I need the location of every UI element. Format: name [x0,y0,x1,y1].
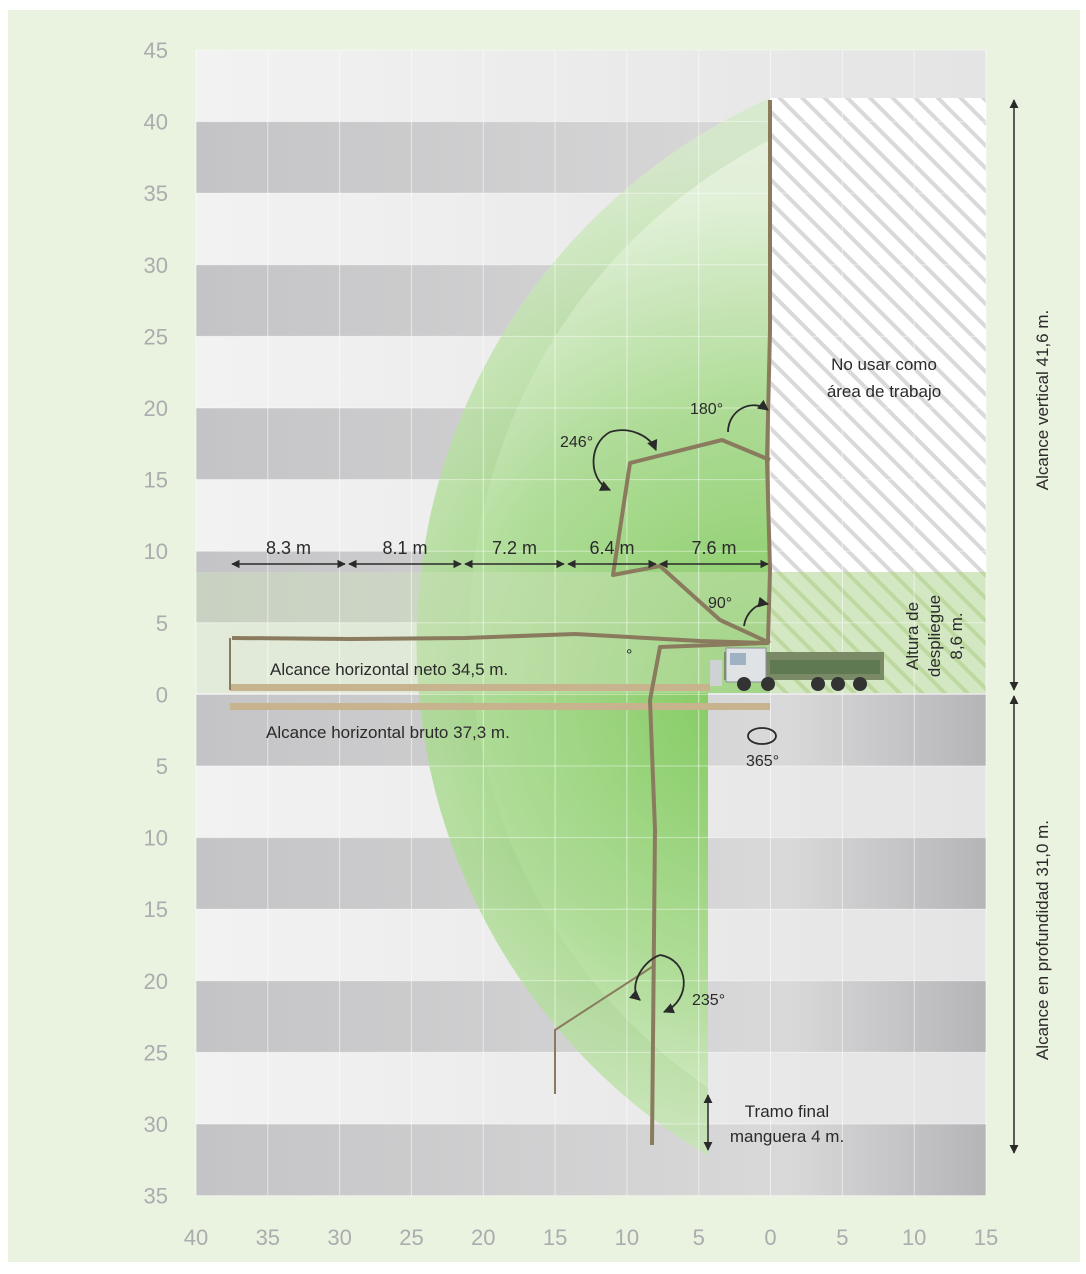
y-tick-label: 15 [144,468,168,493]
y-tick-label: 5 [156,611,168,636]
deploy-height-line-3: 8,6 m. [947,612,966,659]
deploy-height-label: Altura de despliegue 8,6 m. [903,595,966,677]
angle-365: 365° [746,753,779,770]
x-tick-label: 35 [256,1225,280,1250]
end-hose-label-2: manguera 4 m. [730,1127,844,1146]
pump-truck [710,647,884,691]
no-work-label-1: No usar como [831,355,937,374]
x-tick-label: 15 [543,1225,567,1250]
y-tick-label: 20 [144,396,168,421]
y-tick-label: 15 [144,897,168,922]
angle-small: ° [626,647,632,664]
x-tick-label: 15 [974,1225,998,1250]
angle-arrows [592,399,777,1014]
no-work-zone [770,98,986,572]
gross-reach-label: Alcance horizontal bruto 37,3 m. [266,723,510,742]
y-tick-label: 35 [144,1184,168,1209]
segment-label: 8.1 m [382,538,427,558]
vertical-reach-label: Alcance vertical 41,6 m. [1033,310,1052,490]
y-tick-label: 20 [144,969,168,994]
y-tick-label: 10 [144,826,168,851]
segment-label: 7.6 m [691,538,736,558]
y-tick-label: 45 [144,38,168,63]
net-reach-bar [230,684,710,691]
net-reach-label: Alcance horizontal neto 34,5 m. [270,660,508,679]
y-tick-label: 10 [144,539,168,564]
x-tick-label: 25 [399,1225,423,1250]
boom-horizontal [229,632,769,690]
x-tick-label: 40 [184,1225,208,1250]
segment-label: 7.2 m [492,538,537,558]
x-tick-label: 10 [615,1225,639,1250]
deploy-height-line-1: Altura de [903,602,922,670]
x-axis-ticks: 40 35 30 25 20 15 10 5 0 5 10 15 [184,1225,998,1250]
angle-246: 246° [560,434,593,451]
no-work-label-2: área de trabajo [827,382,941,401]
x-tick-label: 30 [327,1225,351,1250]
y-tick-label: 35 [144,181,168,206]
depth-reach-label: Alcance en profundidad 31,0 m. [1033,820,1052,1060]
y-tick-label: 25 [144,324,168,349]
x-tick-label: 20 [471,1225,495,1250]
net-reach-zone [469,140,770,1088]
gross-reach-bar [230,703,770,710]
y-tick-label: 25 [144,1040,168,1065]
angle-180: 180° [690,401,723,418]
y-tick-label: 40 [144,110,168,135]
segment-dimensions: 8.3 m 8.1 m 7.2 m 6.4 m 7.6 m [231,538,769,569]
end-hose-label-1: Tramo final [745,1102,829,1121]
x-tick-label: 5 [836,1225,848,1250]
x-tick-label: 10 [902,1225,926,1250]
segment-label: 6.4 m [589,538,634,558]
boom-folded [611,100,772,645]
segment-label: 8.3 m [266,538,311,558]
y-tick-label: 30 [144,253,168,278]
y-tick-label: 30 [144,1112,168,1137]
boom-vertical-down [554,641,769,1146]
x-tick-label: 5 [693,1225,705,1250]
y-tick-label: 5 [156,754,168,779]
x-tick-label: 0 [764,1225,776,1250]
deploy-height-line-2: despliegue [925,595,944,677]
y-tick-label: 0 [156,682,168,707]
y-axis-ticks: 45 40 35 30 25 20 15 10 5 0 5 10 15 20 25 30 35 [144,38,168,1209]
angle-90: 90° [708,595,732,612]
grid-lines [195,49,987,1197]
angle-235: 235° [692,992,725,1009]
band [196,1124,986,1196]
